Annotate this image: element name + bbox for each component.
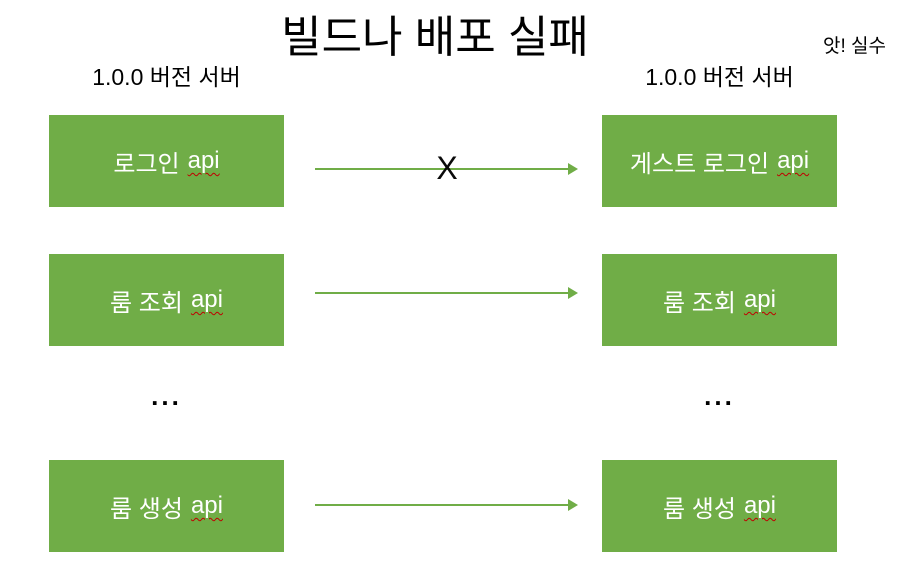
api-box-label-ko: 게스트 로그인 bbox=[629, 150, 770, 178]
api-box-label-api: api bbox=[743, 492, 776, 519]
ellipsis-right: ... bbox=[704, 381, 735, 411]
right-column-header: 1.0.0 버전 서버 bbox=[645, 64, 794, 90]
api-box-room-lookup-right: 룸 조회 api bbox=[602, 254, 837, 346]
api-box-label-ko: 룸 조회 bbox=[110, 289, 183, 317]
api-box-label-api: api bbox=[777, 147, 810, 174]
ellipsis-left: ... bbox=[151, 381, 182, 411]
cross-x-mark: X bbox=[436, 150, 458, 186]
api-box-room-create-left: 룸 생성 api bbox=[49, 460, 284, 552]
api-box-label-api: api bbox=[743, 286, 776, 313]
arrow-room-create bbox=[315, 499, 578, 511]
oops-annotation: 앗! 실수 bbox=[823, 36, 886, 57]
api-box-room-create-right: 룸 생성 api bbox=[602, 460, 837, 552]
api-box-label-ko: 로그인 bbox=[113, 150, 180, 178]
arrow-login-to-guest-login bbox=[315, 163, 578, 175]
api-box-label-api: api bbox=[190, 286, 223, 313]
left-column-header: 1.0.0 버전 서버 bbox=[92, 64, 241, 90]
api-box-room-lookup-left: 룸 조회 api bbox=[49, 254, 284, 346]
api-box-label-ko: 룸 생성 bbox=[110, 495, 183, 523]
api-box-label-api: api bbox=[187, 147, 220, 174]
api-box-guest-login: 게스트 로그인 api bbox=[602, 115, 837, 207]
api-box-label-ko: 룸 조회 bbox=[663, 289, 736, 317]
api-box-label-ko: 룸 생성 bbox=[663, 495, 736, 523]
api-box-login: 로그인 api bbox=[49, 115, 284, 207]
slide-title: 빌드나 배포 실패 bbox=[281, 13, 589, 62]
arrow-room-lookup bbox=[315, 287, 578, 299]
api-box-label-api: api bbox=[190, 492, 223, 519]
